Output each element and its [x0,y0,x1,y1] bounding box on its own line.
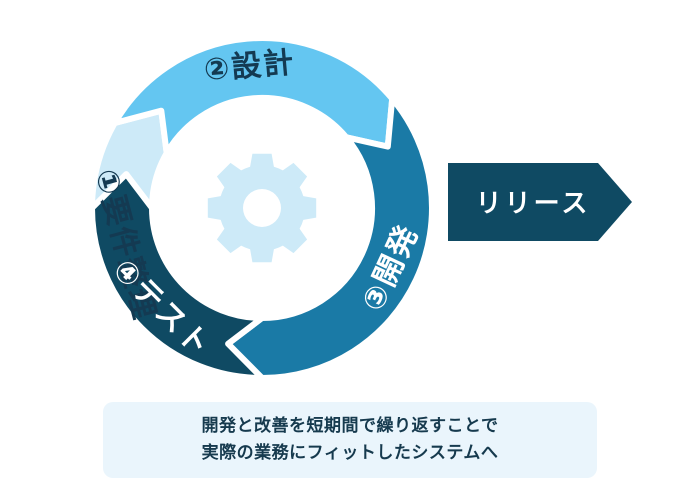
caption-box: 開発と改善を短期間で繰り返すことで 実際の業務にフィットしたシステムへ [103,402,597,478]
caption-line-1: 開発と改善を短期間で繰り返すことで [201,416,499,436]
caption-line-2: 実際の業務にフィットしたシステムへ [201,443,499,463]
cycle-segment-3 [225,95,435,381]
release-label: リリース [476,189,591,219]
cycle-segment-4 [89,171,265,381]
cycle-step-label-2: ②設計 [203,45,297,88]
gear-icon [207,153,317,263]
release-arrow [448,163,632,241]
